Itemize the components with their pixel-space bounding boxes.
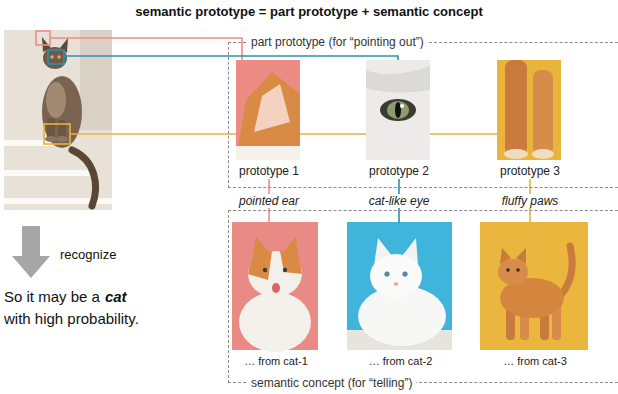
concept-cat-1-photo [280,251,302,274]
node-caption: … from cat-1 [244,353,308,369]
prototype-2-image [366,60,430,160]
dashed-group-band: semantic concept (for “telling”)… from c… [228,210,618,383]
prototype-3-image [497,60,561,160]
prototype-3-image [497,60,561,160]
concept-cat-3-photo [480,222,588,350]
concept-cat-2-photo [347,222,452,350]
prototype-2-image [395,102,401,118]
conclusion-text: cat [105,288,127,305]
prototype-1-image [236,60,300,160]
group-heading: part prototype (for “pointing out”) [247,34,428,50]
concept-cat-3-photo [516,268,520,272]
prototype-1-image [236,60,300,160]
cat-photo [36,31,50,45]
conclusion-text: with high probability. [4,310,139,327]
concept-cat-3-photo [498,259,528,285]
node-caption: … from cat-2 [369,353,433,369]
prototype-3-image [533,70,553,156]
cat-photo [42,76,82,148]
prototype-2-image [387,101,409,119]
conclusion-line: with high probability. [4,309,139,329]
cat-photo [48,50,64,64]
step-label: recognize [60,245,116,265]
concept-cat-1-photo [232,222,318,352]
group-heading: semantic concept (for “telling”) [247,375,416,391]
prototype-3-image [504,149,528,159]
cat-photo [46,82,66,118]
dashed-group-band: part prototype (for “pointing out”)proto… [228,42,618,188]
prototype-2-image [366,60,430,160]
prototype-2-image [380,99,416,121]
concept-cat-1-photo [283,268,287,272]
cat-photo [80,30,112,130]
concept-node: … from cat-2 [348,223,453,369]
cat-photo [43,47,67,69]
concept-cat-1-photo [272,283,280,293]
prototype-2-image [400,104,404,108]
prototype-3-image [532,149,554,159]
concept-cat-1-photo [248,251,272,280]
node-caption: prototype 2 [369,163,429,179]
concept-cat-1-photo [248,251,302,297]
concept-cat-2-photo [402,271,407,276]
conclusion-line: So it may be a cat [4,287,127,307]
cat-photo [45,136,57,142]
cat-photo [56,136,68,142]
concept-node: … from cat-3 [481,223,589,369]
prototype-node: prototype 3 [498,61,563,179]
node-caption: … from cat-3 [503,353,567,369]
link-label: fluffy paws [499,194,562,208]
prototype-2-image [366,66,430,93]
link-label: pointed ear [236,194,302,208]
concept-cat-1-photo [263,268,267,272]
cat-photo [50,55,54,59]
leader-lines [64,56,398,60]
conclusion-text: So it may be a [4,288,100,305]
cat-photo [57,55,61,59]
diagram-title: semantic prototype = part prototype + se… [0,4,618,20]
prototype-1-image [236,146,300,160]
cat-photo [4,30,112,210]
link-label: cat-like eye [366,194,433,208]
prototype-3-image [505,60,527,156]
cat-photo [44,124,70,144]
prototype-node: prototype 1 [237,61,302,179]
prototype-node: prototype 2 [367,61,432,179]
prototype-1-image [254,84,290,132]
cat-photo [72,150,96,206]
concept-cat-3-photo [506,268,510,272]
prototype-1-image [236,72,300,160]
concept-cat-1-photo [239,292,311,352]
concept-cat-2-photo [384,271,389,276]
cat-photo [4,170,89,176]
node-caption: prototype 3 [500,163,560,179]
concept-cat-2-photo [394,282,399,286]
node-caption: prototype 1 [239,163,299,179]
recognize-arrow [12,226,50,278]
concept-node: … from cat-1 [233,223,319,369]
cat-photo [4,30,112,210]
concept-cat-3-photo [480,222,588,350]
concept-cat-2-photo [347,222,452,350]
recognize-arrow [12,226,50,278]
concept-cat-2-photo [370,254,422,298]
